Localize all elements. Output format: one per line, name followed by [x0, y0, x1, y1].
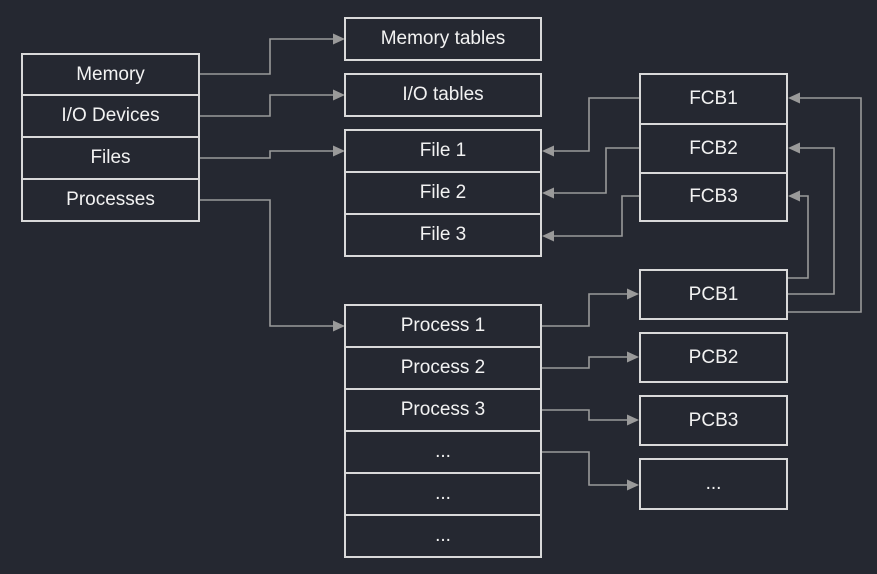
process-table-process2: Process 2	[344, 346, 542, 390]
fcb3-box: FCB3	[639, 172, 788, 222]
arrow-memory-to-memory-tables	[199, 38, 335, 75]
arrow-pcb1-to-fcb2	[787, 147, 835, 295]
system-table-memory: Memory	[21, 53, 200, 96]
process-table-ellipsis-3: ...	[344, 514, 542, 558]
arrowhead	[627, 351, 639, 363]
arrow-files-to-file1	[199, 150, 335, 159]
system-table-io-devices: I/O Devices	[21, 94, 200, 138]
arrow-fcb2-to-file2	[552, 147, 639, 194]
pcb2-box: PCB2	[639, 332, 788, 383]
system-table-processes: Processes	[21, 178, 200, 222]
fcb2-box: FCB2	[639, 123, 788, 174]
fcb1-box: FCB1	[639, 73, 788, 125]
arrow-io-to-io-tables	[199, 94, 335, 117]
arrowhead	[333, 320, 345, 332]
process-table-ellipsis-1: ...	[344, 430, 542, 474]
arrow-fcb1-to-file1	[552, 97, 639, 152]
file-table-file1: File 1	[344, 129, 542, 173]
arrow-process3-to-pcb3	[542, 409, 629, 421]
arrowhead	[788, 92, 800, 104]
arrow-pcb1-to-fcb3	[787, 195, 809, 279]
arrow-processes-to-process1	[199, 199, 335, 327]
arrowhead	[333, 145, 345, 157]
arrowhead	[542, 145, 554, 157]
arrow-process1-to-pcb1	[542, 293, 629, 327]
pcb-ellipsis-box: ...	[639, 458, 788, 510]
arrow-pcb1-to-fcb1	[787, 97, 862, 313]
file-table-file2: File 2	[344, 171, 542, 215]
io-tables-box: I/O tables	[344, 73, 542, 117]
arrowhead	[333, 33, 345, 45]
pcb1-box: PCB1	[639, 269, 788, 320]
arrow-fcb3-to-file3	[552, 195, 639, 237]
arrow-ellipsis-to-pcb-ellipsis	[542, 451, 629, 486]
pcb3-box: PCB3	[639, 395, 788, 446]
arrowhead	[788, 142, 800, 154]
arrowhead	[627, 479, 639, 491]
arrowhead	[333, 89, 345, 101]
system-table-files: Files	[21, 136, 200, 180]
process-table-process1: Process 1	[344, 304, 542, 348]
arrow-process2-to-pcb2	[542, 356, 629, 369]
arrowhead	[788, 190, 800, 202]
arrowhead	[627, 288, 639, 300]
file-table-file3: File 3	[344, 213, 542, 257]
memory-tables-box: Memory tables	[344, 17, 542, 61]
process-table-ellipsis-2: ...	[344, 472, 542, 516]
arrowhead	[627, 414, 639, 426]
arrowhead	[542, 230, 554, 242]
arrowhead	[542, 187, 554, 199]
process-table-process3: Process 3	[344, 388, 542, 432]
